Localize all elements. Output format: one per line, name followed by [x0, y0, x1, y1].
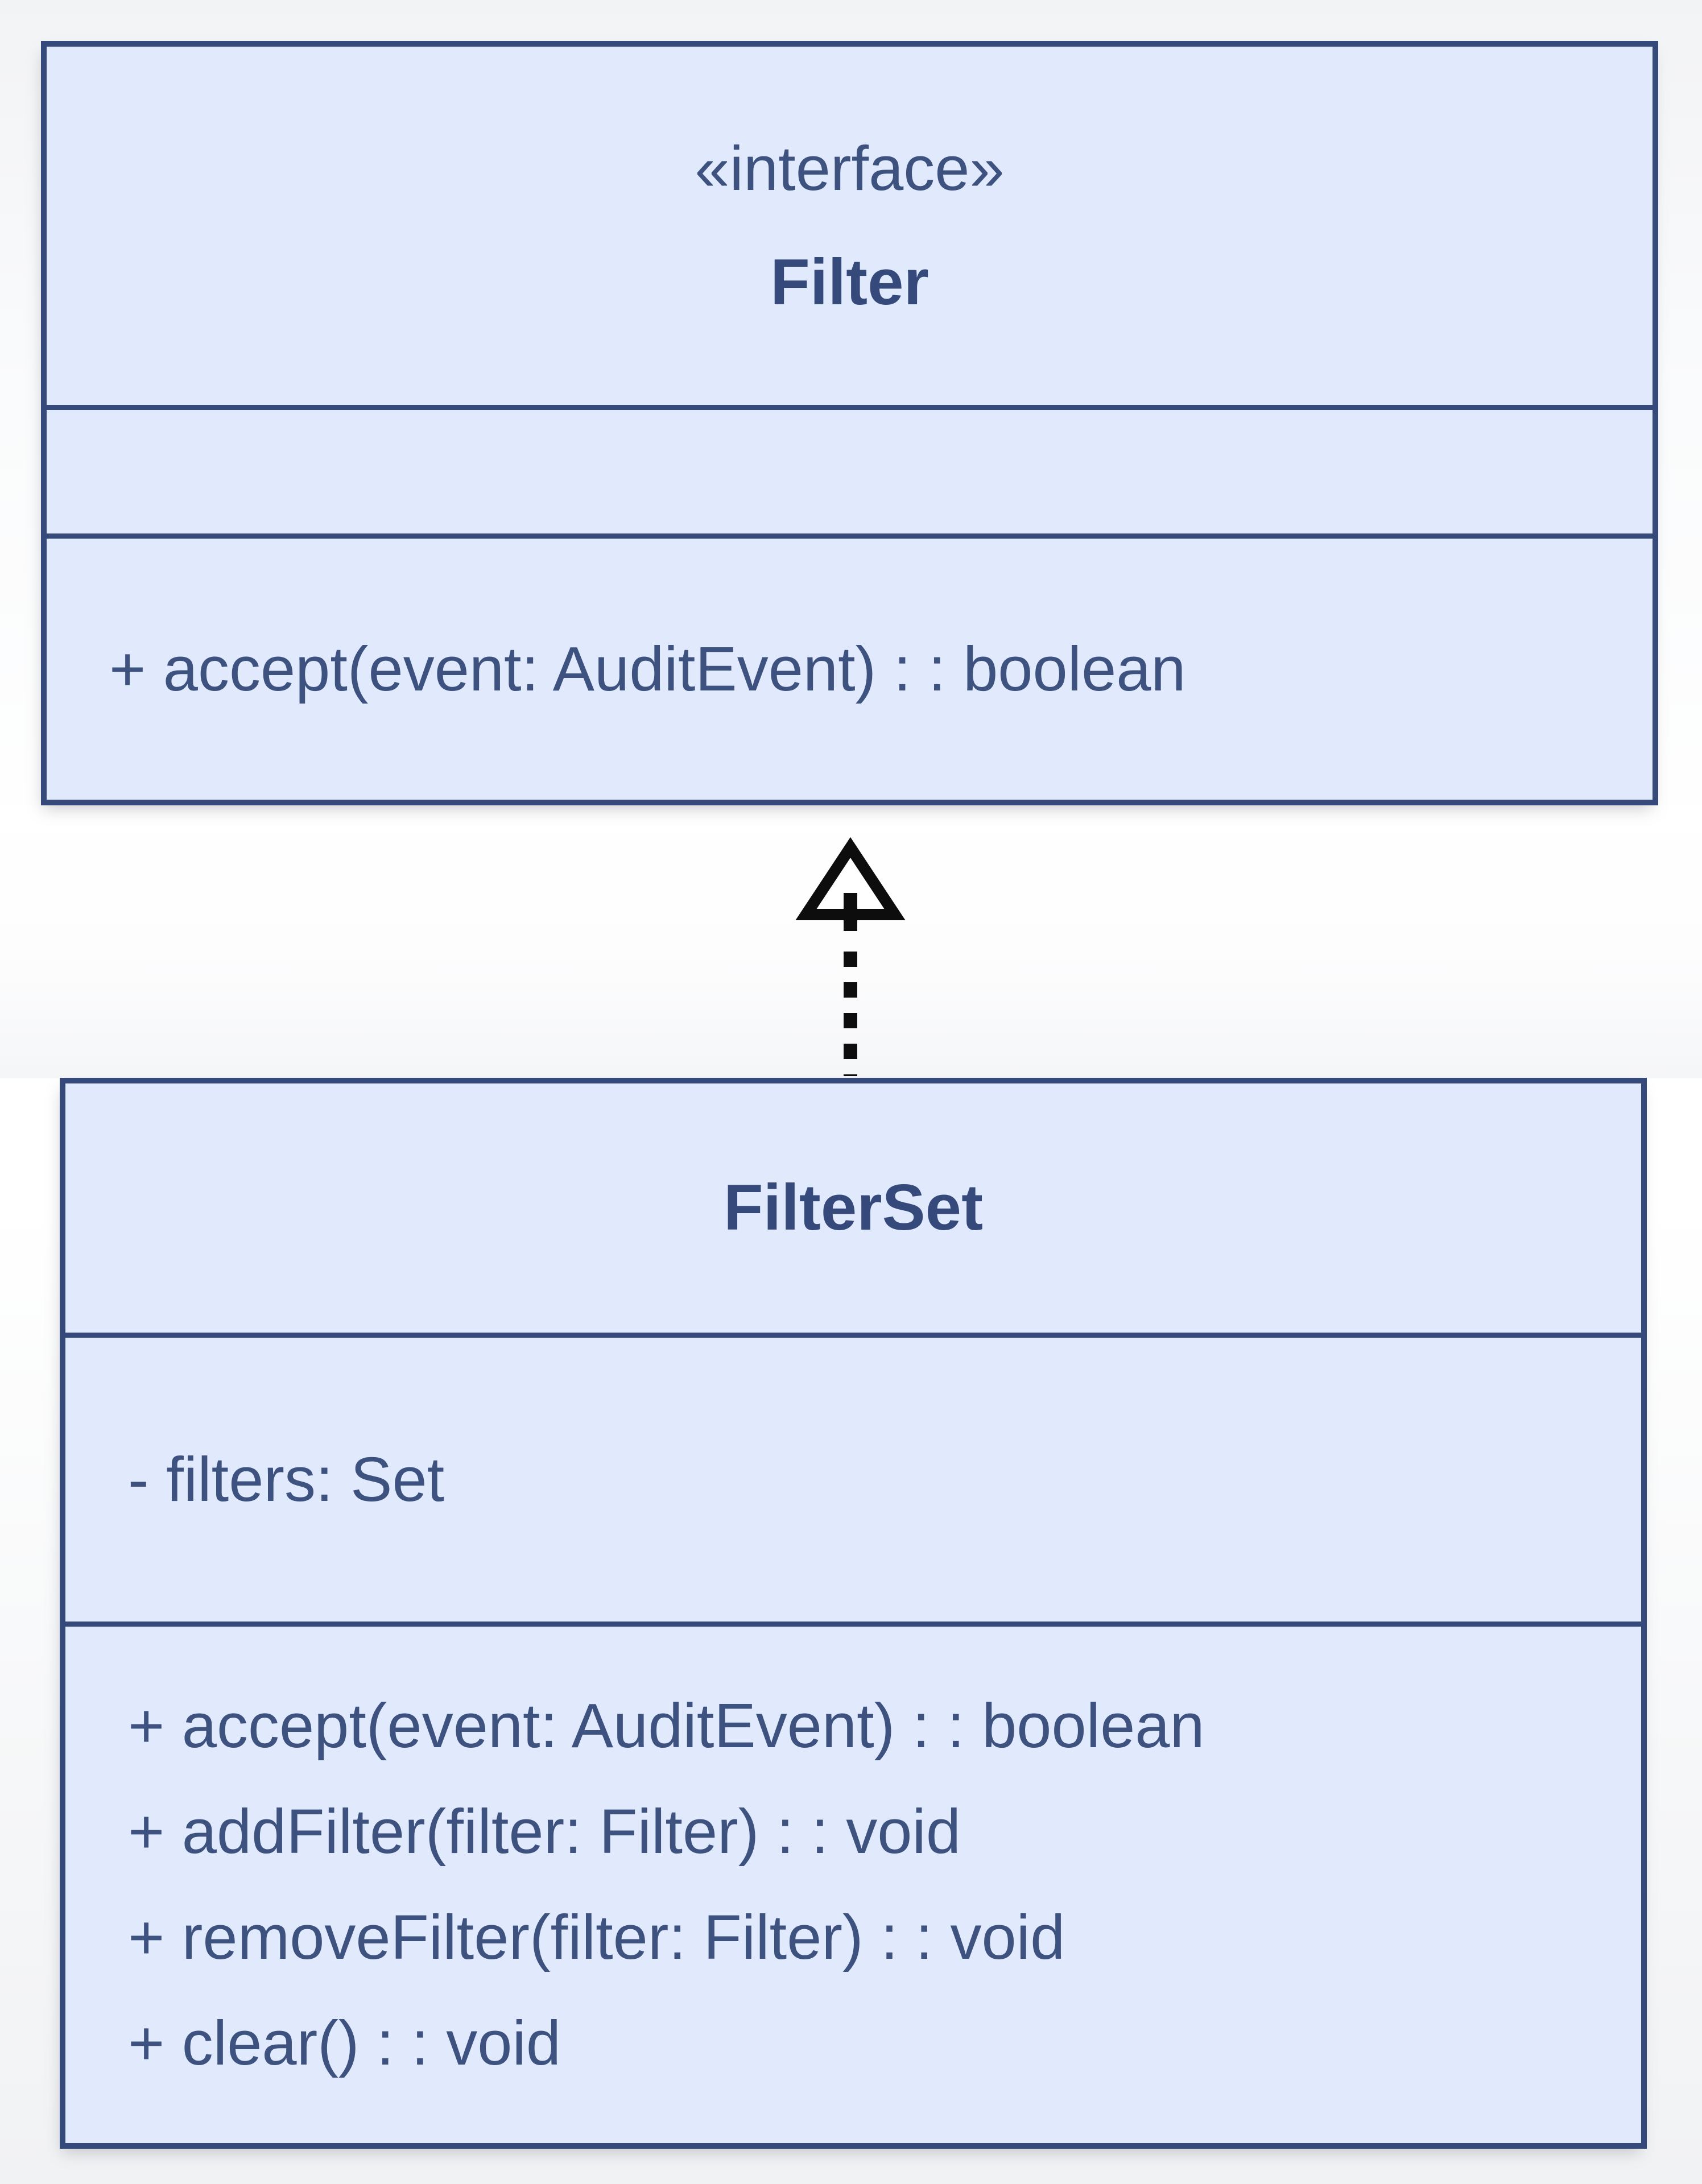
interface-stereotype-label: «interface»: [695, 134, 1005, 204]
realization-arrow: [737, 813, 964, 1081]
filterset-attributes-compartment: - filters: Set: [65, 1333, 1641, 1622]
filterset-methods-compartment: + accept(event: AuditEvent) : : boolean …: [65, 1622, 1641, 2143]
filterset-attribute-filters: - filters: Set: [128, 1444, 445, 1515]
filterset-method-removefilter: + removeFilter(filter: Filter) : : void: [128, 1902, 1065, 1972]
filter-attributes-compartment: [47, 405, 1653, 533]
filter-methods-compartment: + accept(event: AuditEvent) : : boolean: [47, 533, 1653, 800]
filterset-method-clear: + clear() : : void: [128, 2008, 561, 2078]
filter-method-accept: + accept(event: AuditEvent) : : boolean: [109, 634, 1186, 704]
filterset-title-compartment: FilterSet: [65, 1083, 1641, 1333]
filter-interface-box: «interface» Filter + accept(event: Audit…: [41, 41, 1658, 805]
filter-title-compartment: «interface» Filter: [47, 47, 1653, 405]
filterset-method-addfilter: + addFilter(filter: Filter) : : void: [128, 1797, 961, 1867]
filterset-class-name: FilterSet: [723, 1172, 984, 1244]
filterset-class-box: FilterSet - filters: Set + accept(event:…: [60, 1078, 1647, 2149]
filter-class-name: Filter: [770, 246, 929, 318]
realization-arrow-icon: [795, 837, 906, 1076]
filterset-method-accept: + accept(event: AuditEvent) : : boolean: [128, 1691, 1205, 1761]
